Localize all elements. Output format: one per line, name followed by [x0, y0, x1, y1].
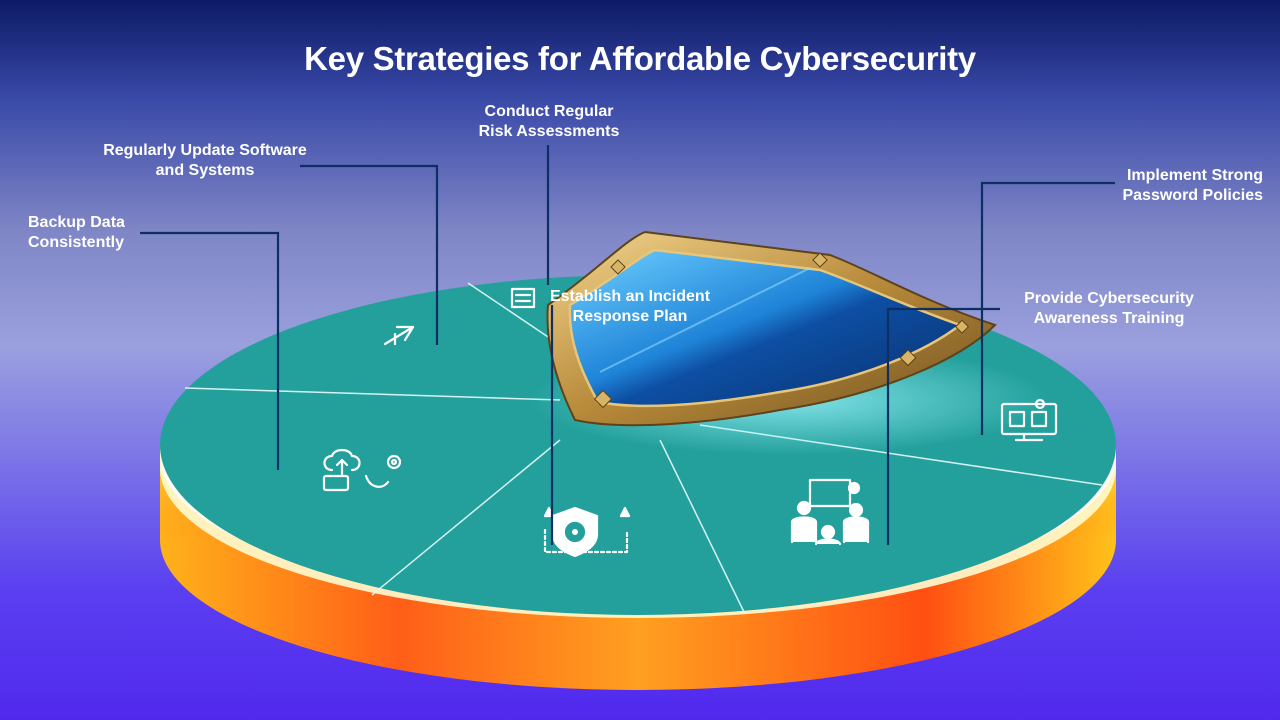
- label-risk-assessments: Conduct Regular Risk Assessments: [468, 102, 630, 142]
- label-line: Consistently: [28, 233, 125, 253]
- label-backup-data: Backup Data Consistently: [28, 213, 125, 253]
- label-line: Regularly Update Software: [100, 141, 310, 161]
- label-line: Response Plan: [543, 307, 717, 327]
- label-incident-response: Establish an Incident Response Plan: [543, 287, 717, 327]
- label-line: Conduct Regular: [468, 102, 630, 122]
- label-line: Awareness Training: [1016, 309, 1202, 329]
- label-line: Provide Cybersecurity: [1016, 289, 1202, 309]
- label-line: Establish an Incident: [543, 287, 717, 307]
- label-update-software: Regularly Update Software and Systems: [100, 141, 310, 181]
- label-line: Password Policies: [1100, 186, 1263, 206]
- label-line: Implement Strong: [1100, 166, 1263, 186]
- label-line: and Systems: [100, 161, 310, 181]
- label-password-policies: Implement Strong Password Policies: [1100, 166, 1263, 206]
- label-awareness-training: Provide Cybersecurity Awareness Training: [1016, 289, 1202, 329]
- label-line: Backup Data: [28, 213, 125, 233]
- label-line: Risk Assessments: [468, 122, 630, 142]
